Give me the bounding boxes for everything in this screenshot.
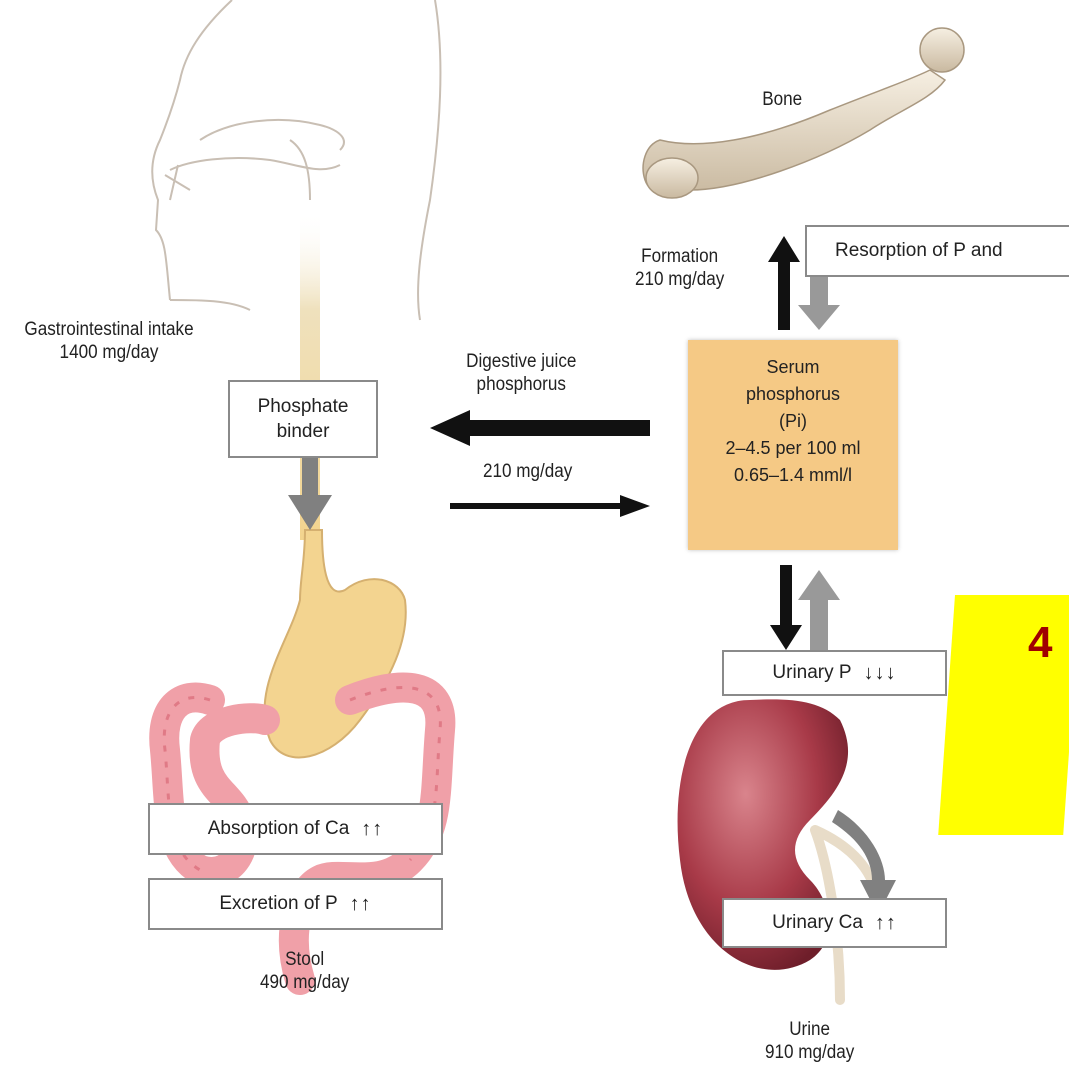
urinary-p-label: Urinary P xyxy=(772,662,851,684)
urinary-ca-label: Urinary Ca xyxy=(772,912,863,934)
formation-label: Formation 210 mg/day xyxy=(635,245,724,291)
digestive-juice-line1: Digestive juice xyxy=(466,350,576,373)
digestive-juice-arrow xyxy=(430,410,650,446)
digestive-juice-line2: phosphorus xyxy=(466,373,576,396)
urinary-ca-arrows: ↑↑ xyxy=(875,912,897,935)
serum-line3: (Pi) xyxy=(688,408,898,435)
phosphate-binder-line1: Phosphate xyxy=(258,394,349,419)
serum-line1: Serum xyxy=(688,354,898,381)
excretion-p-arrows: ↑↑ xyxy=(350,893,372,916)
phosphate-binder-line2: binder xyxy=(277,419,330,444)
intake-value: 1400 mg/day xyxy=(24,341,193,364)
urine-label: Urine 910 mg/day xyxy=(765,1018,854,1064)
stool-value: 490 mg/day xyxy=(260,971,349,994)
serum-line5: 0.65–1.4 mml/l xyxy=(688,462,898,489)
formation-value: 210 mg/day xyxy=(635,268,724,291)
intake-label: Gastrointestinal intake 1400 mg/day xyxy=(24,318,193,364)
phosphate-binder-box: Phosphate binder xyxy=(228,380,378,458)
resorption-box: Resorption of P and xyxy=(805,225,1069,277)
stool-label: Stool 490 mg/day xyxy=(260,948,349,994)
return-flow-label: 210 mg/day xyxy=(483,460,572,483)
slide-number: 4 xyxy=(1028,618,1052,668)
serum-phosphorus-box: Serum phosphorus (Pi) 2–4.5 per 100 ml 0… xyxy=(688,340,898,550)
digestive-juice-label: Digestive juice phosphorus xyxy=(466,350,576,396)
absorption-ca-arrows: ↑↑ xyxy=(361,818,383,841)
urinary-p-arrows: ↓↓↓ xyxy=(864,662,897,685)
urinary-p-box: Urinary P ↓↓↓ xyxy=(722,650,947,696)
urinary-ca-box: Urinary Ca ↑↑ xyxy=(722,898,947,948)
bone-label: Bone xyxy=(762,88,802,111)
serum-line2: phosphorus xyxy=(688,381,898,408)
serum-kidney-arrows xyxy=(770,565,840,660)
resorption-label: Resorption of P and xyxy=(835,240,1003,262)
absorption-ca-label: Absorption of Ca xyxy=(208,818,350,840)
formation-title: Formation xyxy=(635,245,724,268)
excretion-p-box: Excretion of P ↑↑ xyxy=(148,878,443,930)
head-outline xyxy=(152,0,440,320)
return-arrow xyxy=(450,495,650,517)
urine-value: 910 mg/day xyxy=(765,1041,854,1064)
excretion-p-label: Excretion of P xyxy=(219,893,337,915)
stool-title: Stool xyxy=(260,948,349,971)
stomach xyxy=(264,530,405,757)
serum-line4: 2–4.5 per 100 ml xyxy=(688,435,898,462)
urine-title: Urine xyxy=(765,1018,854,1041)
intake-title: Gastrointestinal intake xyxy=(24,318,193,341)
bone-illustration xyxy=(643,28,964,198)
absorption-ca-box: Absorption of Ca ↑↑ xyxy=(148,803,443,855)
